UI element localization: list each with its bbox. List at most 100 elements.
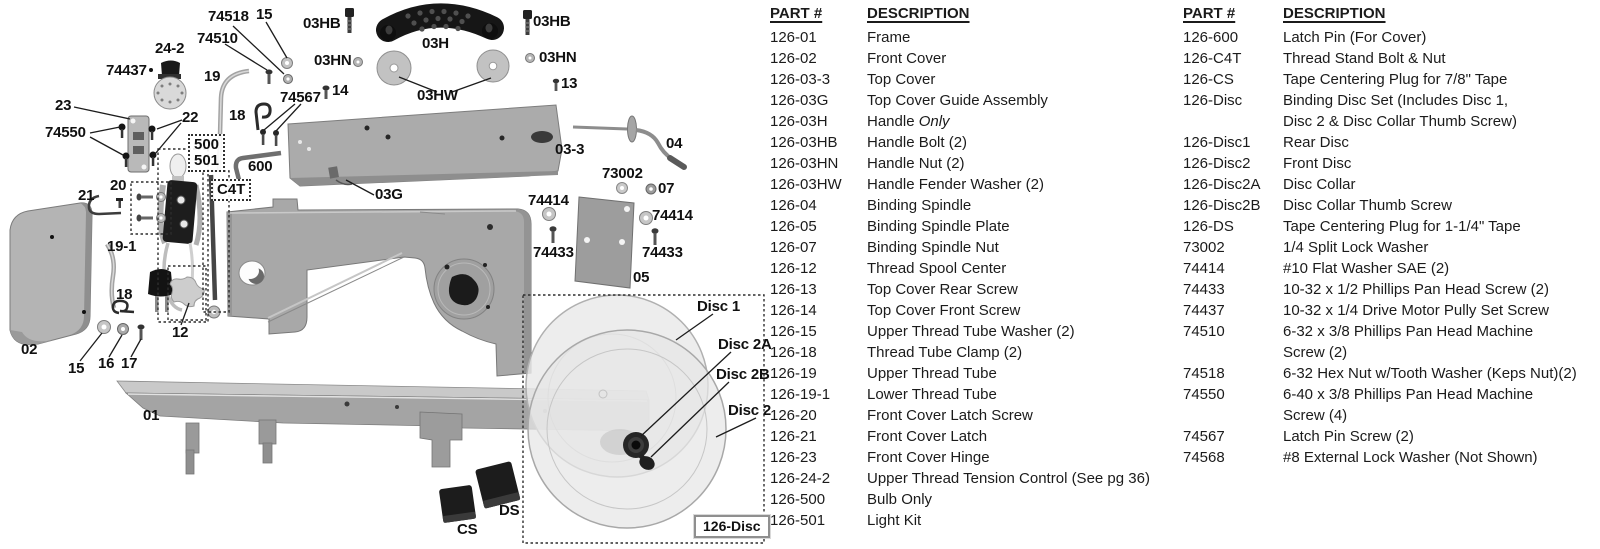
exploded-parts-diagram: 74518 15 03HB 03HN 24-2 74510 74437 19 2… [0,0,772,549]
part-number-cell: 126-Disc [1183,92,1243,109]
part-label-74567: 74567 [280,89,321,106]
part-number-cell: 126-15 [770,323,817,340]
latch-pin-screws [260,129,279,146]
part-label-03hw: 03HW [417,87,458,104]
part-number-cell: 126-18 [770,344,817,361]
part-label-17: 17 [121,355,138,372]
description-cell: Top Cover Front Screw [867,302,1021,319]
part-number-cell: 74437 [1183,302,1225,319]
part-number-cell: 126-DS [1183,218,1234,235]
part-label-24-2: 24-2 [155,40,185,57]
tension-control [149,60,187,110]
part-number-cell: 74550 [1183,386,1225,403]
part-number-header: PART # [1183,5,1236,22]
description-cell: Handle Nut (2) [867,155,965,172]
top-hardware [265,57,293,84]
part-label-disc1: Disc 1 [697,298,740,315]
parts-table-row: 126-03HN Handle Nut (2) [770,153,1150,174]
handle-bolt-icon [523,10,532,35]
part-number-cell: 126-24-2 [770,470,831,487]
part-label-03hb-right: 03HB [533,13,571,30]
description-cell: Tape Centering Plug for 7/8" Tape [1283,71,1508,88]
description-cell: Frame [867,29,911,46]
part-label-disc2: Disc 2 [728,402,771,419]
part-number-cell: 126-04 [770,197,817,214]
part-label-disc2b: Disc 2B [716,366,770,383]
part-number-cell: 126-02 [770,50,817,67]
parts-table-row: 126-13 Top Cover Rear Screw [770,279,1150,300]
part-label-03g: 03G [375,186,403,203]
part-label-500: 500 [194,136,220,153]
part-label-74433-left: 74433 [533,244,574,261]
part-number-cell: 74510 [1183,323,1225,340]
part-number-cell: 126-03HW [770,176,842,193]
part-number-cell: 126-13 [770,281,817,298]
description-cell: Handle Only [867,113,950,130]
description-cell: Light Kit [867,512,922,529]
part-number-cell: 126-07 [770,239,817,256]
part-number-cell: 126-19 [770,365,817,382]
part-label-01: 01 [143,407,160,424]
part-number-cell: 74414 [1183,260,1225,277]
light-kit-label-box: 500 501 [188,134,226,172]
part-label-74433-right: 74433 [642,244,683,261]
parts-table-right-header: PART # DESCRIPTION [1183,5,1386,22]
part-number-cell: 126-12 [770,260,817,277]
part-label-13: 13 [561,75,578,92]
hinge-group [118,115,157,173]
parts-table-row: Screw (2) [1183,342,1577,363]
part-number-cell: 126-01 [770,29,817,46]
description-cell: Front Disc [1283,155,1352,172]
part-label-18-lower: 18 [116,286,133,303]
part-label-21: 21 [78,187,95,204]
handle-assembly [345,3,535,86]
description-cell: Disc 2 & Disc Collar Thumb Screw) [1283,113,1517,130]
description-cell: Binding Disc Set (Includes Disc 1, [1283,92,1509,109]
part-label-23: 23 [55,97,72,114]
description-cell: Front Cover Latch [867,428,988,445]
parts-table-row: 74414 #10 Flat Washer SAE (2) [1183,258,1577,279]
part-label-12: 12 [172,324,189,341]
part-label-15-bottom: 15 [68,360,85,377]
leader-lines [73,21,757,458]
part-label-74550: 74550 [45,124,86,141]
description-cell: Upper Thread Tension Control (See pg 36) [867,470,1150,487]
description-cell: 6-32 x 3/8 Phillips Pan Head Machine [1283,323,1534,340]
parts-table-row: 126-Disc2 Front Disc [1183,153,1577,174]
thread-tubes [105,68,250,309]
description-cell: 10-32 x 1/2 Phillips Pan Head Screw (2) [1283,281,1549,298]
part-label-ds: DS [499,502,520,519]
description-cell: Screw (2) [1283,344,1348,361]
part-number-cell: 126-03HN [770,155,839,172]
description-cell: Top Cover [867,71,936,88]
part-number-cell: 126-Disc1 [1183,134,1251,151]
description-cell: Latch Pin (For Cover) [1283,29,1427,46]
part-label-600: 600 [248,158,273,175]
description-cell: Top Cover Rear Screw [867,281,1018,298]
part-number-cell: 126-03G [770,92,829,109]
handle-nut-icon [353,53,535,67]
part-number-cell: 73002 [1183,239,1225,256]
description-cell: #10 Flat Washer SAE (2) [1283,260,1450,277]
part-number-cell: 126-Disc2 [1183,155,1251,172]
part-number-cell: 126-CS [1183,71,1234,88]
part-number-cell: 126-500 [770,491,826,508]
